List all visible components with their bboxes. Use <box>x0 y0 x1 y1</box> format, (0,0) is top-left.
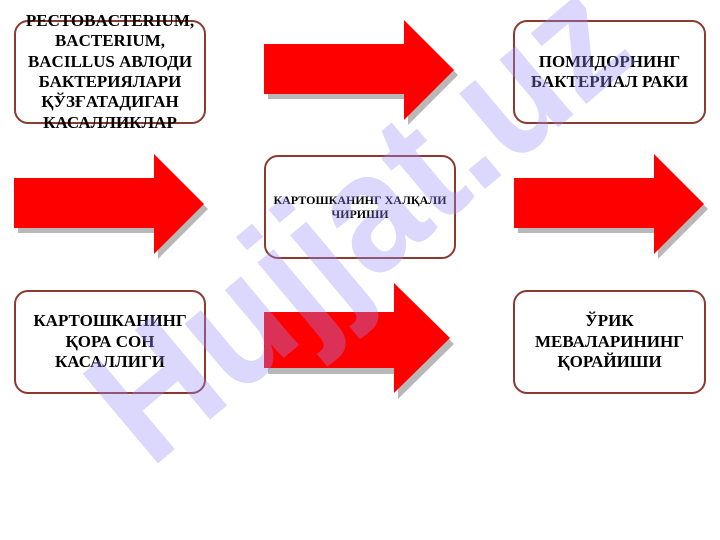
box-pectobacterium-diseases: PECTOBACTERIUM, BACTERIUM, BACILLUS АВЛО… <box>14 11 206 132</box>
box-apricot-darkening-text: ЎРИК МЕВАЛАРИНИНГ ҚОРАЙИШИ <box>535 311 684 372</box>
arrow-middle-right <box>514 154 708 259</box>
box-tomato-bacterial-cancer: ПОМИДОРНИНГ БАКТЕРИАЛ РАКИ <box>513 20 706 124</box>
box-potato-ring-rot-text: КАРТОШКАНИНГ ХАЛҚАЛИ ЧИРИШИ <box>273 192 447 221</box>
arrow-bottom-middle <box>264 283 454 399</box>
box-potato-ring-rot: КАРТОШКАНИНГ ХАЛҚАЛИ ЧИРИШИ <box>264 155 456 259</box>
box-potato-blackleg-text: КАРТОШКАНИНГ ҚОРА СОН КАСАЛЛИГИ <box>33 311 187 372</box>
box-tomato-bacterial-cancer-text: ПОМИДОРНИНГ БАКТЕРИАЛ РАКИ <box>530 51 689 91</box>
box-potato-blackleg: КАРТОШКАНИНГ ҚОРА СОН КАСАЛЛИГИ <box>14 290 206 394</box>
arrow-middle-left <box>14 154 208 259</box>
box-pectobacterium-diseases-text: PECTOBACTERIUM, BACTERIUM, BACILLUS АВЛО… <box>25 10 195 132</box>
box-apricot-darkening: ЎРИК МЕВАЛАРИНИНГ ҚОРАЙИШИ <box>513 290 706 394</box>
arrow-top-middle <box>264 20 458 125</box>
